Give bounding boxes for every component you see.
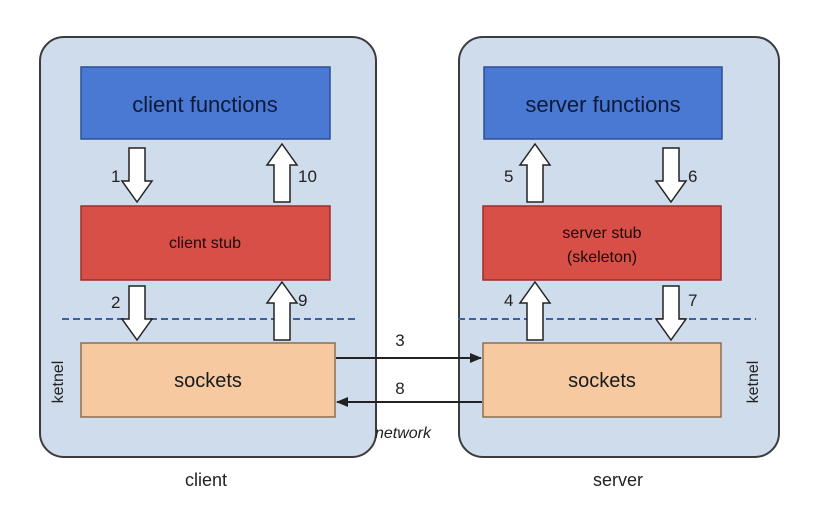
server-stub-label-line1: server stub <box>562 225 641 242</box>
server-functions-label: server functions <box>525 92 680 117</box>
arrow-9-up <box>265 280 299 341</box>
arrow-label-9: 9 <box>298 291 307 310</box>
server-kernel-label: ketnel <box>745 361 762 404</box>
server-sockets-box: sockets <box>482 342 722 418</box>
network-label: network <box>375 425 432 442</box>
arrow-6-down <box>654 147 688 204</box>
client-caption: client <box>185 470 227 490</box>
arrow-5-up <box>518 142 552 203</box>
arrow-label-1: 1 <box>111 167 120 186</box>
arrow-10-up <box>265 142 299 203</box>
client-kernel-label: ketnel <box>50 361 67 404</box>
client-sockets-label: sockets <box>174 370 242 392</box>
arrow-1-down <box>120 147 154 204</box>
arrow-label-5: 5 <box>504 167 513 186</box>
arrow-label-4: 4 <box>504 291 513 310</box>
server-caption: server <box>593 470 643 490</box>
arrow-2-down <box>120 285 154 342</box>
arrow-label-7: 7 <box>688 291 697 310</box>
arrow-label-3: 3 <box>395 331 404 350</box>
server-stub-box: server stub (skeleton) <box>482 205 722 281</box>
client-sockets-box: sockets <box>80 342 336 418</box>
arrow-4-up <box>518 280 552 341</box>
arrow-label-2: 2 <box>111 293 120 312</box>
arrow-label-10: 10 <box>298 167 317 186</box>
server-functions-box: server functions <box>483 66 723 140</box>
client-stub-label: client stub <box>169 235 241 252</box>
arrow-7-down <box>654 285 688 342</box>
arrow-label-8: 8 <box>395 379 404 398</box>
client-functions-label: client functions <box>132 92 278 117</box>
client-functions-box: client functions <box>80 66 331 140</box>
server-sockets-label: sockets <box>568 370 636 392</box>
client-stub-box: client stub <box>80 205 331 281</box>
arrow-label-6: 6 <box>688 167 697 186</box>
server-stub-label-line2: (skeleton) <box>567 249 637 266</box>
